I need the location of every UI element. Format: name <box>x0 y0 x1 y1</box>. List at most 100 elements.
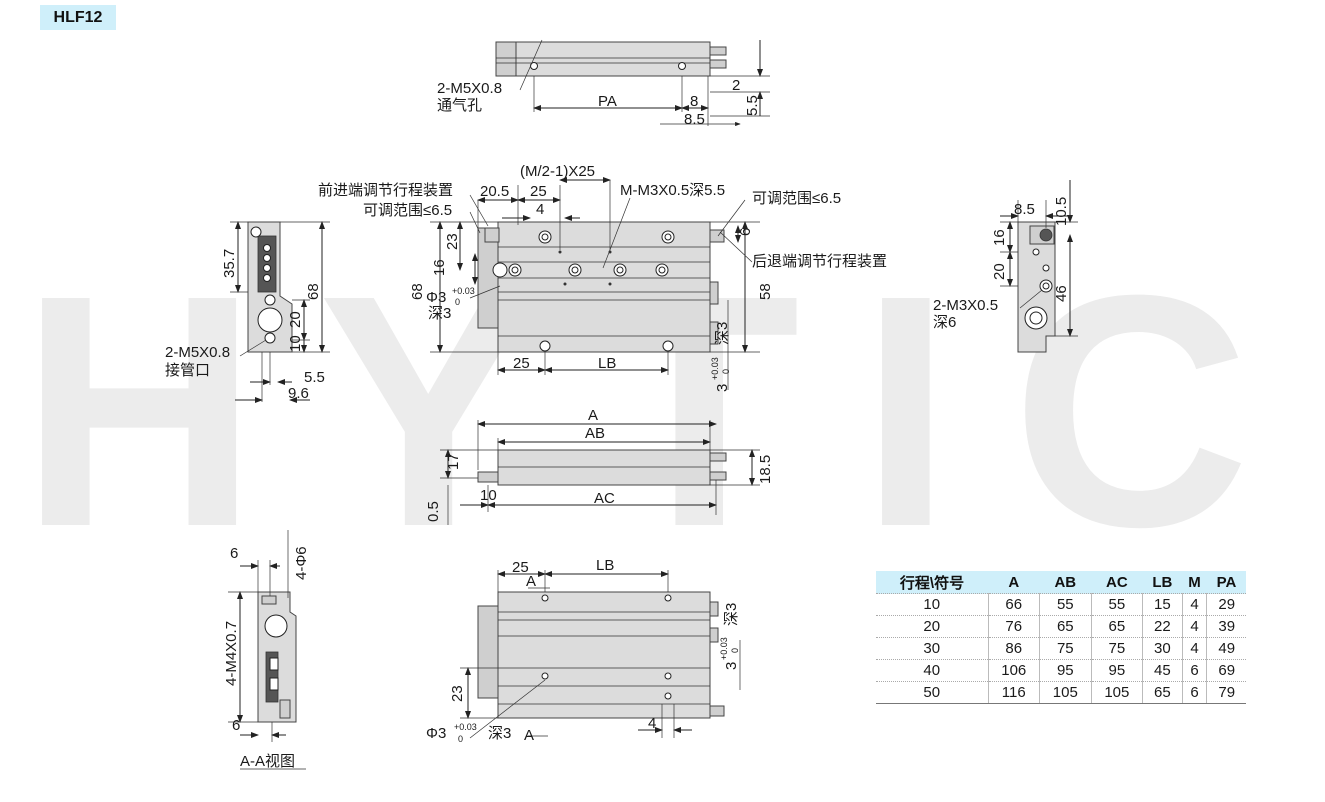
cell-a: 116 <box>987 681 1040 704</box>
header-stroke: 行程\符号 <box>876 571 988 594</box>
dim-lb-main: LB <box>598 355 616 372</box>
spec-table: 行程\符号 A AB AC LB M PA 10 66 55 55 15 4 2… <box>876 571 1246 704</box>
top-port-note: 通气孔 <box>437 97 482 114</box>
left-view: 35.7 68 20 10 2-M5X0.8 接管口 5.5 9.6 <box>165 221 330 403</box>
dim-20-right: 20 <box>991 263 1008 280</box>
section-mark-bottom: A <box>524 727 534 744</box>
cell-pa: 39 <box>1206 615 1246 638</box>
header-lb: LB <box>1142 571 1183 594</box>
dim-8-5-right: 8.5 <box>1014 201 1035 218</box>
pin-tol-lower-main: 0 <box>455 297 460 307</box>
phi-label-section: 4-Φ6 <box>293 546 310 580</box>
dim-5-5-top: 5.5 <box>744 95 761 116</box>
pin-tol-upper-main: +0.03 <box>452 286 475 296</box>
pin-depth-main: 深3 <box>428 305 451 322</box>
pitch-label: (M/2-1)X25 <box>520 163 595 180</box>
dim-25-bottom-view: 25 <box>512 559 529 576</box>
dim-58-main: 58 <box>757 283 774 300</box>
cell-m: 4 <box>1181 593 1207 616</box>
dim-20-5: 20.5 <box>480 183 509 200</box>
dim-23-bottom-view: 23 <box>449 685 466 702</box>
adjust-back-label: 后退端调节行程装置 <box>752 253 887 270</box>
dim-25-main-bottom: 25 <box>513 355 530 372</box>
cell-ac: 105 <box>1090 681 1143 704</box>
pin-label-bottom-view: Φ3 <box>426 725 446 742</box>
cell-pa: 49 <box>1206 637 1246 660</box>
dim-ab: AB <box>585 425 605 442</box>
dim-68-left: 68 <box>305 283 322 300</box>
model-tag: HLF12 <box>40 5 116 30</box>
table-row: 50 116 105 105 65 6 79 <box>876 681 1246 704</box>
cell-stroke: 20 <box>876 615 988 638</box>
section-mark-top: A <box>526 573 536 590</box>
top-view: 2-M5X0.8 通气孔 PA 8 8.5 2 5.5 <box>437 39 770 128</box>
cell-stroke: 10 <box>876 593 988 616</box>
section-caption: A-A视图 <box>240 753 295 770</box>
main-view: (M/2-1)X25 M-M3X0.5深5.5 前进端调节行程装置 可调范围≤6… <box>318 163 887 392</box>
cell-a: 86 <box>987 637 1040 660</box>
cell-lb: 15 <box>1142 593 1183 616</box>
header-ac: AC <box>1091 571 1143 594</box>
dim-lb-bottom-view: LB <box>596 557 614 574</box>
left-port-label: 2-M5X0.8 <box>165 344 230 361</box>
dim-16-main: 16 <box>431 259 448 276</box>
dim-16-right: 16 <box>991 229 1008 246</box>
dim-68-main: 68 <box>409 283 426 300</box>
r-pin-bottom-view: 3 <box>723 662 740 670</box>
table-row: 40 106 95 95 45 6 69 <box>876 659 1246 682</box>
cell-lb: 30 <box>1142 637 1183 660</box>
dim-ac: AC <box>594 490 615 507</box>
header-m: M <box>1182 571 1207 594</box>
dim-18-5-side: 18.5 <box>757 455 774 484</box>
cell-stroke: 30 <box>876 637 988 660</box>
spec-table-header-row: 行程\符号 A AB AC LB M PA <box>876 571 1246 594</box>
section-view: 6 4-Φ6 4-M4X0.7 6 A-A视图 <box>223 530 310 770</box>
depth3-right-main: 深3 <box>714 322 731 345</box>
cell-pa: 69 <box>1206 659 1246 682</box>
thread-label-main: M-M3X0.5深5.5 <box>620 182 725 199</box>
thread-label-section: 4-M4X0.7 <box>223 621 240 686</box>
dim-5-5-left: 5.5 <box>304 369 325 386</box>
header-pa: PA <box>1206 571 1246 594</box>
cell-ac: 55 <box>1090 593 1143 616</box>
adjust-range-left: 可调范围≤6.5 <box>363 202 452 219</box>
dim-20-left: 20 <box>287 311 304 328</box>
dim-17-side: 17 <box>445 453 462 470</box>
cell-a: 66 <box>987 593 1040 616</box>
table-row: 20 76 65 65 22 4 39 <box>876 615 1246 638</box>
header-ab: AB <box>1039 571 1092 594</box>
dim-23-main: 23 <box>444 233 461 250</box>
cell-ab: 65 <box>1039 615 1092 638</box>
cell-ab: 55 <box>1039 593 1092 616</box>
dim-10-5-right: 10.5 <box>1053 197 1070 226</box>
cell-lb: 45 <box>1142 659 1183 682</box>
r-tol-lower-bottom-view: 0 <box>730 648 740 653</box>
table-row: 10 66 55 55 15 4 29 <box>876 593 1246 616</box>
dim-46-right: 46 <box>1053 285 1070 302</box>
dim-6-main: 6 <box>737 228 754 236</box>
cell-ab: 75 <box>1039 637 1092 660</box>
cell-stroke: 40 <box>876 659 988 682</box>
dim-a: A <box>588 407 598 424</box>
left-port-note: 接管口 <box>165 362 210 379</box>
dim-pa-top: PA <box>598 93 617 110</box>
cell-stroke: 50 <box>876 681 988 704</box>
dim-4-main-top: 4 <box>536 201 544 218</box>
dim-6-section-top: 6 <box>230 545 238 562</box>
header-a: A <box>988 571 1040 594</box>
r-pin-main: 3 <box>714 384 731 392</box>
right-view: 8.5 10.5 16 20 46 2-M3X0.5 深6 <box>933 180 1078 353</box>
side-view: A AB AC 17 10 0.5 18.5 <box>425 407 774 525</box>
pin-tol-upper-bottom-view: +0.03 <box>454 722 477 732</box>
dim-8-top: 8 <box>690 93 698 110</box>
r-tol-lower-main: 0 <box>721 369 731 374</box>
dim-2-top: 2 <box>732 77 740 94</box>
dim-8-5-top: 8.5 <box>684 111 705 128</box>
dim-10-side: 10 <box>480 487 497 504</box>
cell-ac: 75 <box>1090 637 1143 660</box>
dim-25-main-top: 25 <box>530 183 547 200</box>
dim-10-left: 10 <box>287 335 304 352</box>
cell-m: 4 <box>1181 637 1207 660</box>
cell-m: 6 <box>1181 681 1207 704</box>
